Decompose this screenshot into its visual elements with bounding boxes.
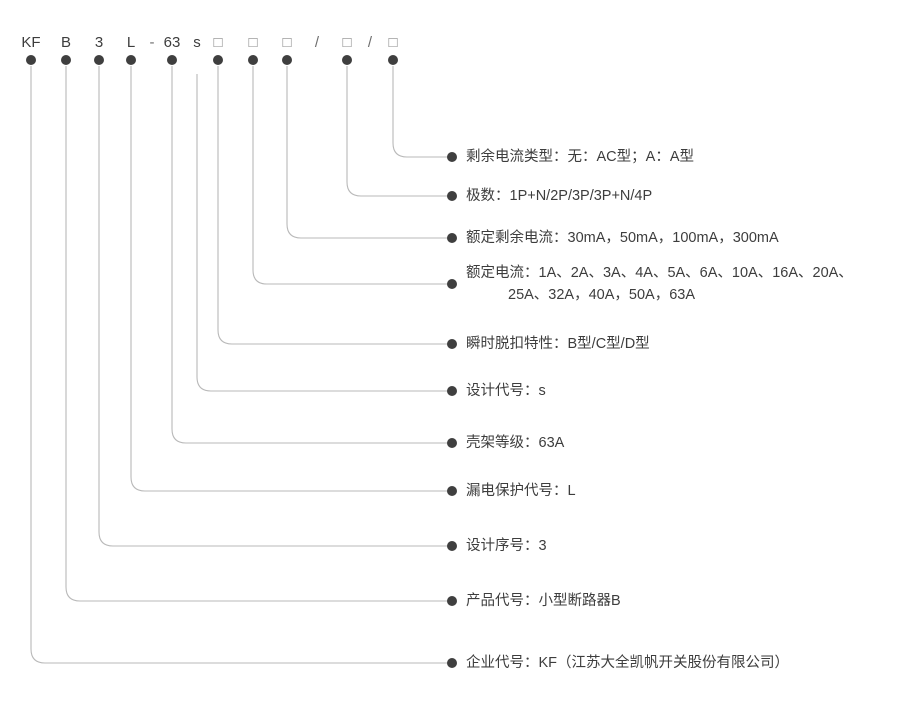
connector-frame-rating xyxy=(171,66,452,444)
code-node-dot-13 xyxy=(388,55,398,65)
code-node-dot-1 xyxy=(61,55,71,65)
callout-label-residual-current-type: 剩余电流类型：无：AC型；A：A型 xyxy=(466,146,694,168)
callout-label-line1: 壳架等级：63A xyxy=(466,435,565,451)
connector-design-code xyxy=(196,74,452,392)
model-code-token-7: □ xyxy=(213,34,223,51)
callout-dot-design-code xyxy=(447,386,457,396)
code-node-dot-9 xyxy=(282,55,292,65)
model-code-token-10: / xyxy=(314,34,320,51)
callout-label-instantaneous-trip-characteristic: 瞬时脱扣特性：B型/C型/D型 xyxy=(466,333,650,355)
callout-label-line1: 额定电流：1A、2A、3A、4A、5A、6A、10A、16A、20A、 xyxy=(466,265,853,281)
connector-residual-current-type xyxy=(392,66,452,158)
model-code-token-11: □ xyxy=(342,34,352,51)
code-node-dot-7 xyxy=(213,55,223,65)
callout-label-line1: 额定剩余电流：30mA，50mA，100mA，300mA xyxy=(466,230,779,246)
callout-label-design-code: 设计代号：s xyxy=(466,380,546,402)
callout-label-frame-rating: 壳架等级：63A xyxy=(466,432,564,454)
callout-label-line1: 漏电保护代号：L xyxy=(466,483,576,499)
code-node-dot-11 xyxy=(342,55,352,65)
callout-label-line1: 设计代号：s xyxy=(466,383,546,399)
model-code-token-6: s xyxy=(193,34,201,51)
callout-dot-design-serial xyxy=(447,541,457,551)
model-code-token-13: □ xyxy=(388,34,398,51)
callout-label-line1: 企业代号：KF（江苏大全凯帆开关股份有限公司） xyxy=(466,655,790,671)
callout-label-design-serial: 设计序号：3 xyxy=(466,535,547,557)
code-node-dot-0 xyxy=(26,55,36,65)
callout-label-enterprise-code: 企业代号：KF（江苏大全凯帆开关股份有限公司） xyxy=(466,652,789,674)
callout-dot-rated-current xyxy=(447,279,457,289)
connector-instantaneous-trip-characteristic xyxy=(217,66,452,345)
code-node-dot-8 xyxy=(248,55,258,65)
model-code-token-1: B xyxy=(60,34,72,51)
model-code-token-9: □ xyxy=(282,34,292,51)
model-code-row: KF B 3 L-63 s □ □ □ / □ / □ xyxy=(0,0,900,70)
model-code-token-3: L xyxy=(126,34,136,51)
model-code-token-12: / xyxy=(367,34,373,51)
callout-label-product-code: 产品代号：小型断路器B xyxy=(466,590,621,612)
callout-dot-enterprise-code xyxy=(447,658,457,668)
callout-label-line1: 设计序号：3 xyxy=(466,538,547,554)
connector-enterprise-code xyxy=(30,66,452,664)
code-node-dot-2 xyxy=(94,55,104,65)
callout-dot-frame-rating xyxy=(447,438,457,448)
connector-rated-current xyxy=(252,66,452,285)
connector-rated-residual-current xyxy=(286,66,452,239)
callout-label-line1: 瞬时脱扣特性：B型/C型/D型 xyxy=(466,336,650,352)
model-code-token-4: - xyxy=(149,34,155,51)
callout-label-line1: 产品代号：小型断路器B xyxy=(466,593,621,609)
code-node-dot-3 xyxy=(126,55,136,65)
connector-earth-leakage-code xyxy=(130,66,452,492)
callout-dot-earth-leakage-code xyxy=(447,486,457,496)
callout-dot-pole-number xyxy=(447,191,457,201)
callout-dot-instantaneous-trip-characteristic xyxy=(447,339,457,349)
model-code-token-5: 63 xyxy=(163,34,181,51)
connector-pole-number xyxy=(346,66,452,197)
code-node-dot-5 xyxy=(167,55,177,65)
model-code-token-0: KF xyxy=(21,34,41,51)
callout-dot-product-code xyxy=(447,596,457,606)
callout-dot-rated-residual-current xyxy=(447,233,457,243)
callout-label-line1: 剩余电流类型：无：AC型；A：A型 xyxy=(466,149,694,165)
callout-label-earth-leakage-code: 漏电保护代号：L xyxy=(466,480,576,502)
callout-label-pole-number: 极数：1P+N/2P/3P/3P+N/4P xyxy=(466,185,652,207)
callout-label-rated-residual-current: 额定剩余电流：30mA，50mA，100mA，300mA xyxy=(466,227,779,249)
callout-label-line2: 25A、32A，40A，50A，63A xyxy=(508,287,695,303)
callout-dot-residual-current-type xyxy=(447,152,457,162)
connector-design-serial xyxy=(98,66,452,547)
callout-label-line1: 极数：1P+N/2P/3P/3P+N/4P xyxy=(466,188,653,204)
connector-product-code xyxy=(65,66,452,602)
model-code-token-2: 3 xyxy=(94,34,104,51)
callout-label-rated-current: 额定电流：1A、2A、3A、4A、5A、6A、10A、16A、20A、 25A、3… xyxy=(466,262,853,306)
model-code-token-8: □ xyxy=(248,34,258,51)
